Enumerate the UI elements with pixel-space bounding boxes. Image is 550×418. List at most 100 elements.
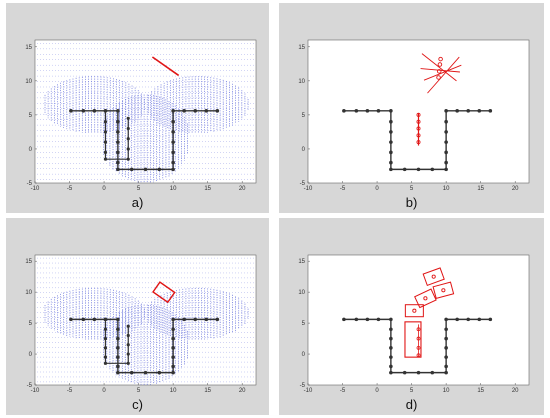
wall-node <box>444 364 448 369</box>
wall-node <box>455 109 459 113</box>
wall-node <box>116 355 120 359</box>
wall-node <box>376 317 381 322</box>
wall-inner-node <box>126 147 130 151</box>
y-tick-label: 15 <box>298 259 305 265</box>
wall-node <box>389 370 393 375</box>
robot <box>152 281 176 304</box>
robot <box>404 267 455 358</box>
wall-node <box>389 130 393 134</box>
wall-node <box>143 167 148 172</box>
robot <box>151 56 180 77</box>
panel-c-caption: c) <box>132 397 143 412</box>
wall-inner-node <box>103 140 108 144</box>
wall-node <box>477 109 482 113</box>
wall-node <box>116 150 120 155</box>
wall-inner-node <box>103 355 108 359</box>
y-tick-label: 5 <box>302 321 306 327</box>
y-tick-label: 10 <box>298 79 305 85</box>
wall-inner-node <box>103 150 108 154</box>
wall-node <box>81 109 86 113</box>
wall-node <box>444 167 448 172</box>
wall-inner-node <box>103 317 108 321</box>
robot-trace-segment <box>427 56 460 94</box>
obstacle-wall <box>342 109 493 172</box>
wall-inner-node <box>103 157 108 161</box>
wall-node <box>116 336 120 341</box>
wall-node <box>171 130 175 134</box>
wall-node <box>171 336 175 341</box>
wall-node <box>182 317 186 322</box>
wall-node <box>116 327 120 332</box>
wall-node <box>389 336 393 341</box>
wall-node <box>444 346 448 350</box>
wall-node <box>81 317 86 322</box>
y-tick-label: 5 <box>29 113 33 119</box>
wall-node <box>171 364 175 369</box>
robot-trace-node <box>438 56 443 62</box>
wall-node <box>488 109 493 113</box>
wall-node <box>444 109 448 113</box>
wall-inner-node <box>126 116 130 120</box>
wall-node <box>416 167 421 172</box>
wall-inner-node <box>126 343 130 347</box>
wall-node <box>171 355 175 359</box>
robot-trace-segment <box>421 53 457 82</box>
wall-node <box>92 317 97 322</box>
wall-inner-node <box>126 157 130 161</box>
x-tick-label: -10 <box>31 388 40 394</box>
wall-node <box>444 336 448 341</box>
wall-inner-node <box>103 130 108 134</box>
wall-node <box>444 140 448 144</box>
wall-node <box>171 119 175 124</box>
wall-node <box>215 109 220 113</box>
y-tick-label: 0 <box>29 147 33 153</box>
wall-inner-node <box>103 346 108 350</box>
wall-node <box>466 317 471 322</box>
x-tick-label: -10 <box>304 388 313 394</box>
wall-node <box>444 119 448 124</box>
y-tick-label: 0 <box>302 147 306 153</box>
wall-node <box>402 370 407 375</box>
wall-node <box>354 317 359 322</box>
y-tick-label: 0 <box>302 352 306 358</box>
obstacle-wall <box>342 317 493 375</box>
robot-trace-node <box>436 75 441 80</box>
robot-trace-node <box>412 308 417 313</box>
robot-trace-segment <box>423 64 462 81</box>
x-tick-label: -5 <box>340 186 346 192</box>
plot-area <box>307 254 530 386</box>
wall-node <box>69 109 73 113</box>
y-tick-label: 15 <box>298 45 305 51</box>
wall-node <box>342 317 346 322</box>
wall-node <box>129 167 134 172</box>
wall-node <box>376 109 381 113</box>
wall-node <box>389 364 393 369</box>
wall-node <box>389 355 393 359</box>
x-tick-label: 10 <box>170 186 177 192</box>
wall-node <box>129 370 134 375</box>
wall-node <box>143 370 148 375</box>
panel-b-caption: b) <box>405 195 418 210</box>
wall-inner-node <box>126 352 130 356</box>
x-tick-label: 10 <box>443 186 450 192</box>
wall-node <box>365 317 370 322</box>
wall-node <box>389 346 393 350</box>
panel-a-caption: a) <box>131 195 144 210</box>
y-tick-label: -5 <box>300 383 306 389</box>
wall-node <box>389 317 393 322</box>
wall-node <box>116 109 120 113</box>
wall-node <box>116 140 120 144</box>
x-tick-label: 5 <box>137 186 141 192</box>
wall-node <box>444 317 448 322</box>
wall-node <box>389 119 393 124</box>
x-tick-label: 0 <box>375 388 379 394</box>
y-tick-label: 10 <box>298 290 305 296</box>
y-tick-label: 5 <box>302 113 306 119</box>
wall-node <box>416 370 421 375</box>
wall-node <box>342 109 346 113</box>
wall-node <box>171 160 175 165</box>
wall-node <box>116 167 120 172</box>
